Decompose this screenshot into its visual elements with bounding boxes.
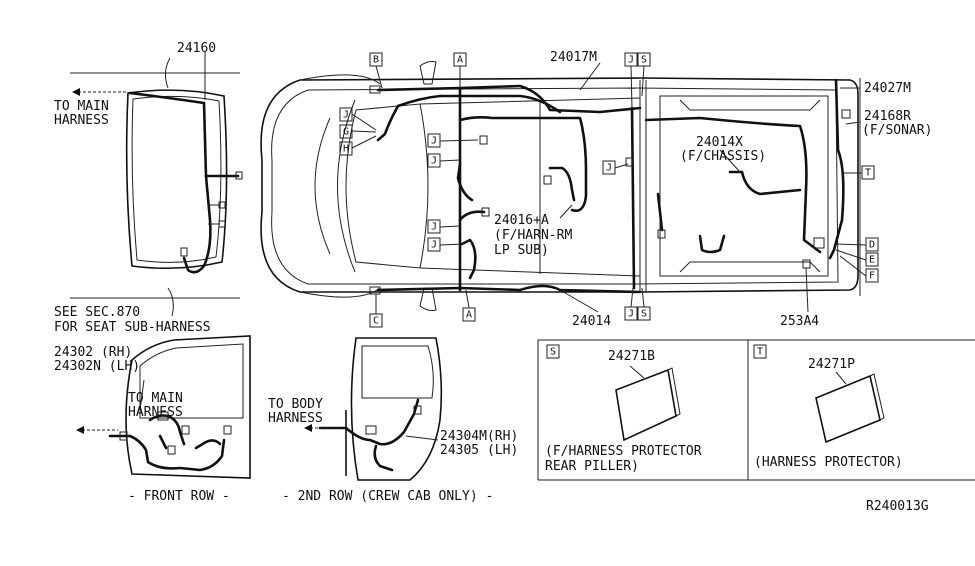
- callout-box-b: B: [369, 52, 383, 67]
- callout-s-top-label: S: [641, 55, 647, 66]
- door-to-main-line2: HARNESS: [128, 405, 183, 420]
- body-harness-wires: [369, 78, 851, 295]
- callout-j3-label: J: [431, 222, 437, 233]
- to-body-harness-line2: HARNESS: [268, 411, 323, 426]
- callout-j4-label: J: [431, 240, 437, 251]
- part-24271b-label: 24271B: [608, 349, 655, 364]
- callout-a-top-label: A: [457, 55, 463, 66]
- part-24017m-label: 24017M: [550, 50, 597, 65]
- second-row-caption: - 2ND ROW (CREW CAB ONLY) -: [282, 489, 493, 504]
- callout-box-j-4: J: [427, 237, 441, 252]
- part-253a4-label: 253A4: [780, 314, 819, 329]
- callout-box-t-panel: T: [753, 344, 767, 359]
- callout-s-panel-label: S: [550, 347, 556, 358]
- callout-f-label: F: [869, 271, 875, 282]
- callout-box-e: E: [865, 252, 879, 267]
- room-lamp-note2: LP SUB): [494, 243, 549, 258]
- sonar-note-label: (F/SONAR): [862, 123, 932, 138]
- to-main-harness-line1: TO MAIN: [54, 99, 109, 114]
- part-24160-label: 24160: [177, 41, 216, 56]
- front-row-caption: - FRONT ROW -: [128, 489, 230, 504]
- callout-box-f: F: [865, 268, 879, 283]
- see-sec-note-line1: SEE SEC.870: [54, 305, 140, 320]
- callout-h-label: H: [343, 144, 349, 155]
- part-24027m-label: 24027M: [864, 81, 911, 96]
- rear-door: [304, 337, 443, 481]
- callout-t-panel-label: T: [757, 347, 763, 358]
- callout-b-label: B: [373, 55, 379, 66]
- callout-box-j-bottom: J: [624, 306, 638, 321]
- callout-t-label: T: [865, 168, 871, 179]
- callout-j2-label: J: [431, 156, 437, 167]
- callout-e-label: E: [869, 255, 875, 266]
- part-24014-label: 24014: [572, 314, 611, 329]
- callout-j-left-label: J: [343, 110, 349, 121]
- rear-door-lh-label: 24305 (LH): [440, 443, 518, 458]
- callout-box-j-3: J: [427, 219, 441, 234]
- see-sec-note-line2: FOR SEAT SUB-HARNESS: [54, 320, 211, 335]
- to-main-harness-line2: HARNESS: [54, 113, 109, 128]
- callout-j5-label: J: [606, 163, 612, 174]
- reference-code: R240013G: [866, 499, 929, 514]
- callout-box-a-bottom: A: [462, 307, 476, 322]
- callout-box-c: C: [369, 313, 383, 328]
- callout-g-label: G: [343, 127, 349, 138]
- front-door-rh-label: 24302 (RH): [54, 345, 132, 360]
- protector-t-desc: (HARNESS PROTECTOR): [754, 455, 903, 470]
- front-door: [76, 335, 251, 479]
- rear-window-panel: [70, 52, 243, 317]
- rear-door-rh-label: 24304M(RH): [440, 429, 518, 444]
- callout-box-d: D: [865, 237, 879, 252]
- room-lamp-note1: (F/HARN-RM: [494, 228, 572, 243]
- callout-box-s-bottom: S: [637, 306, 651, 321]
- callout-box-h: H: [339, 141, 353, 156]
- callout-box-j-top: J: [624, 52, 638, 67]
- part-24016a-label: 24016+A: [494, 213, 549, 228]
- callout-box-j-5: J: [602, 160, 616, 175]
- callout-box-j-2: J: [427, 153, 441, 168]
- callout-box-s-top: S: [637, 52, 651, 67]
- truck-body: [260, 61, 861, 311]
- protector-t-pad: [815, 371, 885, 444]
- callout-c-label: C: [373, 316, 379, 327]
- callout-s-bottom-label: S: [641, 309, 647, 320]
- part-24271p-label: 24271P: [808, 357, 855, 372]
- part-24014x-label: 24014X: [696, 135, 743, 150]
- callout-j-top-label: J: [628, 55, 634, 66]
- callout-j1-label: J: [431, 136, 437, 147]
- to-body-harness-line1: TO BODY: [268, 397, 323, 412]
- front-door-lh-label: 24302N (LH): [54, 359, 140, 374]
- door-to-main-line1: TO MAIN: [128, 391, 183, 406]
- callout-j-bottom-label: J: [628, 309, 634, 320]
- protector-s-pad: [615, 365, 681, 442]
- callout-box-j-1: J: [427, 133, 441, 148]
- callout-box-s-panel: S: [546, 344, 560, 359]
- callout-box-t: T: [861, 165, 875, 180]
- protector-panel-frame: [537, 339, 975, 481]
- callout-d-label: D: [869, 240, 875, 251]
- callout-box-j-left: J: [339, 107, 353, 122]
- protector-s-desc2: REAR PILLER): [545, 459, 639, 474]
- callout-box-a-top: A: [453, 52, 467, 67]
- protector-s-desc1: (F/HARNESS PROTECTOR: [545, 444, 702, 459]
- callout-a-bottom-label: A: [466, 310, 472, 321]
- leader-lines: [351, 62, 867, 314]
- chassis-note-label: (F/CHASSIS): [680, 149, 766, 164]
- part-24168r-label: 24168R: [864, 109, 911, 124]
